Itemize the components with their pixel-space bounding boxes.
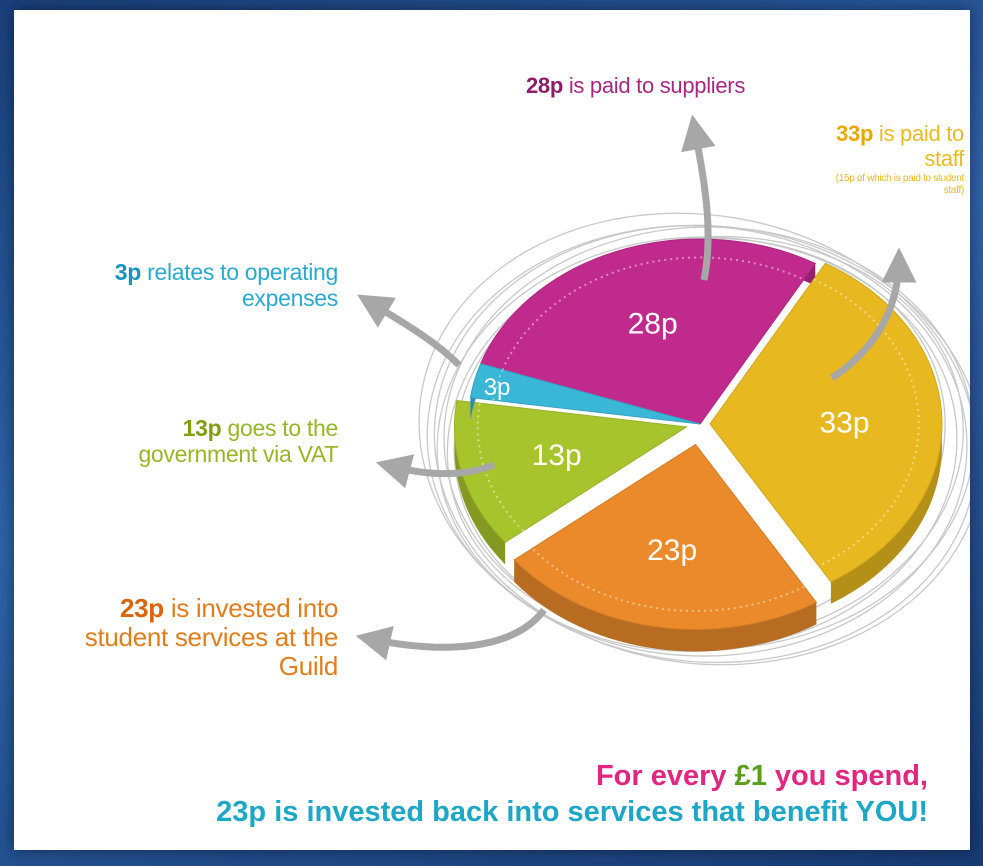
- annotation-staff-note: (15p of which is paid to student staff): [835, 173, 965, 197]
- pie-slice-33p: [709, 262, 943, 583]
- callout-arrows: [355, 114, 917, 661]
- annotation-services-amount: 23p: [119, 593, 164, 623]
- pie-chart: 28p 33p 23p 13p 3p: [355, 114, 970, 666]
- footer-line-2-start: 23p is invested back into services that …: [216, 796, 856, 828]
- annotation-staff: 33p is paid to staff (15p of which is pa…: [814, 121, 965, 197]
- pie-slice-rim: [476, 403, 525, 532]
- annotation-operating-text: relates to operating expenses: [141, 259, 338, 311]
- pie-slice-side: [454, 400, 506, 565]
- pie-slice-rim: [492, 369, 504, 401]
- annotation-operating-amount: 3p: [114, 259, 142, 285]
- pie-slice-3p: [469, 363, 701, 425]
- annotation-staff-text: is paid to staff: [873, 121, 964, 171]
- annotation-suppliers-amount: 28p: [526, 73, 564, 98]
- pie-slice-label: 13p: [532, 439, 582, 472]
- pie-slice-rim: [531, 547, 805, 612]
- footer-line-2: 23p is invested back into services that …: [216, 796, 928, 829]
- arrow-services: [355, 607, 547, 661]
- pie-slice-label: 3p: [484, 374, 511, 401]
- footer-line-1: For every £1 you spend,: [596, 760, 928, 793]
- scribble-ring: [433, 224, 970, 666]
- annotation-vat-amount: 13p: [182, 415, 222, 441]
- annotation-vat: 13p goes to the government via VAT: [74, 415, 338, 468]
- pie-slice-label: 28p: [628, 308, 678, 341]
- arrow-vat: [375, 454, 496, 489]
- annotation-operating: 3p relates to operating expenses: [86, 259, 339, 312]
- arrow-operating: [357, 294, 462, 368]
- annotation-suppliers-text: is paid to suppliers: [563, 73, 746, 98]
- arrow-suppliers: [681, 114, 716, 281]
- annotation-vat-text: goes to the government via VAT: [138, 415, 338, 467]
- pie-slice-rim: [813, 278, 920, 567]
- pie-slice-labels: 28p 33p 23p 13p 3p: [484, 308, 870, 568]
- annotation-suppliers: 28p is paid to suppliers: [526, 73, 746, 99]
- annotation-staff-amount: 33p: [836, 121, 874, 146]
- annotation-services: 23p is invested into student services at…: [74, 593, 339, 682]
- pie-slice-23p: [513, 443, 818, 630]
- footer-you: YOU!: [855, 796, 929, 828]
- pie-slice-rim: [501, 256, 805, 371]
- footer-pound-amount: £1: [734, 760, 767, 792]
- pie-slice-label: 33p: [820, 406, 870, 439]
- pie-slice-side: [514, 559, 817, 652]
- footer-line-1-start: For every: [595, 760, 735, 792]
- pie-slice-28p: [479, 238, 817, 425]
- pie-slice-label: 23p: [647, 534, 697, 567]
- scribble-ring: [418, 212, 970, 664]
- pie-slices: [454, 238, 943, 652]
- footer-line-1-end: you spend,: [766, 760, 928, 792]
- arrow-staff: [830, 247, 917, 381]
- annotation-services-text: is invested into student services at the…: [84, 593, 339, 682]
